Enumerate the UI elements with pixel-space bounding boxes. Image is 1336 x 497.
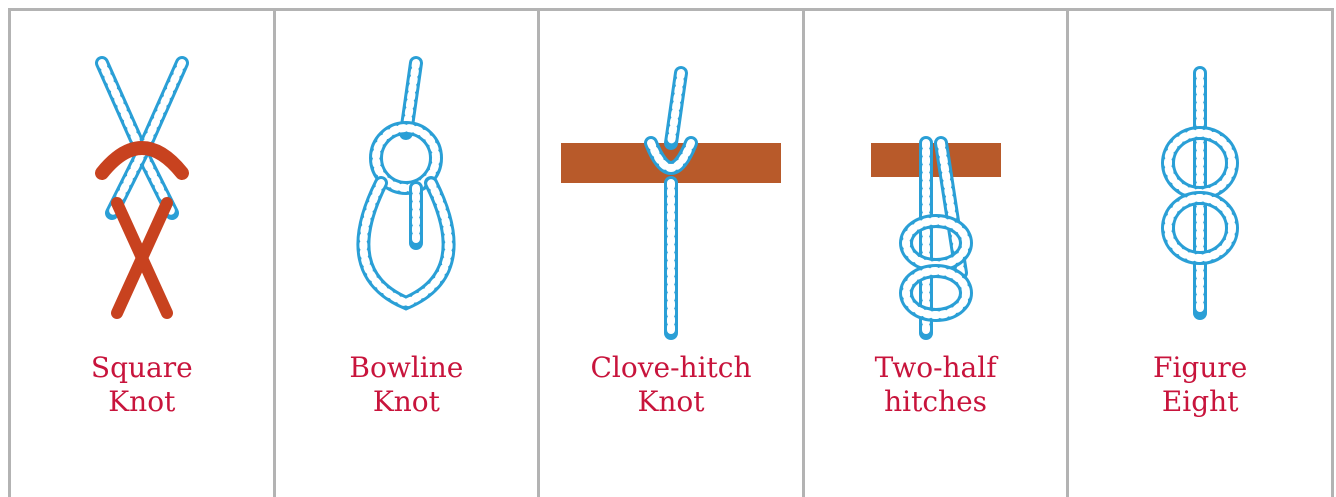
knots-table: Square Knot Bowline Knot: [8, 8, 1334, 497]
clove-hitch-knot-illustration: [540, 43, 802, 343]
label-line-2: hitches: [805, 385, 1067, 419]
knot-label-bowline: Bowline Knot: [276, 351, 538, 419]
label-line-1: Square: [11, 351, 273, 385]
label-line-1: Two-half: [805, 351, 1067, 385]
knot-label-clove-hitch: Clove-hitch Knot: [540, 351, 802, 419]
knot-label-two-half-hitches: Two-half hitches: [805, 351, 1067, 419]
label-line-1: Bowline: [276, 351, 538, 385]
label-line-2: Knot: [11, 385, 273, 419]
knot-label-square: Square Knot: [11, 351, 273, 419]
label-line-2: Knot: [276, 385, 538, 419]
label-line-1: Clove-hitch: [540, 351, 802, 385]
square-knot-illustration: [11, 43, 273, 343]
knot-label-figure-eight: Figure Eight: [1069, 351, 1331, 419]
label-line-1: Figure: [1069, 351, 1331, 385]
knot-cell-two-half-hitches: Two-half hitches: [805, 11, 1070, 497]
label-line-2: Knot: [540, 385, 802, 419]
label-line-2: Eight: [1069, 385, 1331, 419]
knot-cell-square: Square Knot: [11, 11, 276, 497]
figure-eight-knot-illustration: [1069, 43, 1331, 343]
bowline-knot-illustration: [276, 43, 538, 343]
two-half-hitches-illustration: [805, 43, 1067, 343]
knot-cell-clove-hitch: Clove-hitch Knot: [540, 11, 805, 497]
knot-cell-bowline: Bowline Knot: [276, 11, 541, 497]
knot-cell-figure-eight: Figure Eight: [1069, 11, 1331, 497]
